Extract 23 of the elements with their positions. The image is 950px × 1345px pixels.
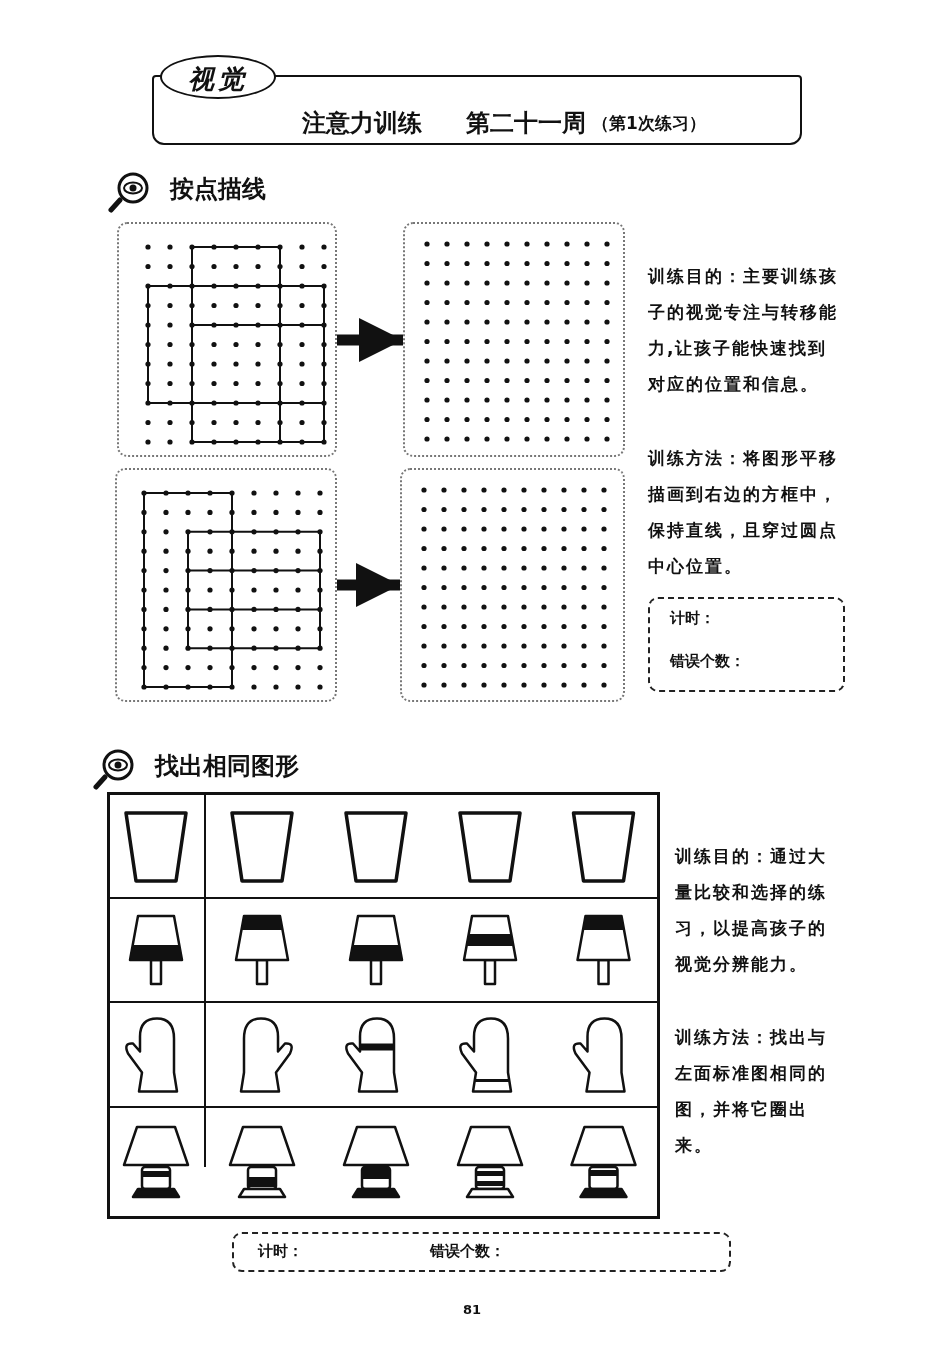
instruction-text: 训练目的：通过大量比较和选择的练习，以提高孩子的视觉分辨能力。: [675, 845, 828, 976]
dot-grid-panel: [117, 222, 337, 457]
arrow: [337, 563, 400, 607]
week-text: 第二十一周: [466, 108, 586, 139]
title-badge: 视觉: [160, 55, 276, 99]
error-count-label: 错误个数：: [670, 652, 745, 671]
instruction-text: 训练方法：将图形平移描画到右边的方框中，保持直线，且穿过圆点中心位置。: [648, 447, 839, 578]
instruction-text: 训练目的：主要训练孩子的视觉专注与转移能力,让孩子能快速找到对应的位置和信息。: [648, 265, 839, 396]
heading-text: 注意力训练: [302, 108, 422, 139]
timer-label: 计时：: [670, 609, 715, 628]
dot-grid-panel: [400, 468, 625, 702]
dot-grid-panel: [115, 468, 337, 702]
section-heading: 按点描线: [170, 174, 267, 205]
timer-label: 计时：: [258, 1242, 303, 1261]
instruction-text: 训练方法：找出与左面标准图相同的图，并将它圈出来。: [675, 1026, 828, 1157]
page-number: 81: [463, 1302, 483, 1317]
error-count-label: 错误个数：: [430, 1242, 505, 1261]
section-heading: 找出相同图形: [155, 751, 300, 782]
practice-note: （第1次练习）: [592, 112, 706, 135]
arrow: [337, 318, 403, 362]
timer-box: [232, 1232, 731, 1272]
timer-box: [648, 597, 845, 692]
dot-grid-panel: [403, 222, 625, 457]
